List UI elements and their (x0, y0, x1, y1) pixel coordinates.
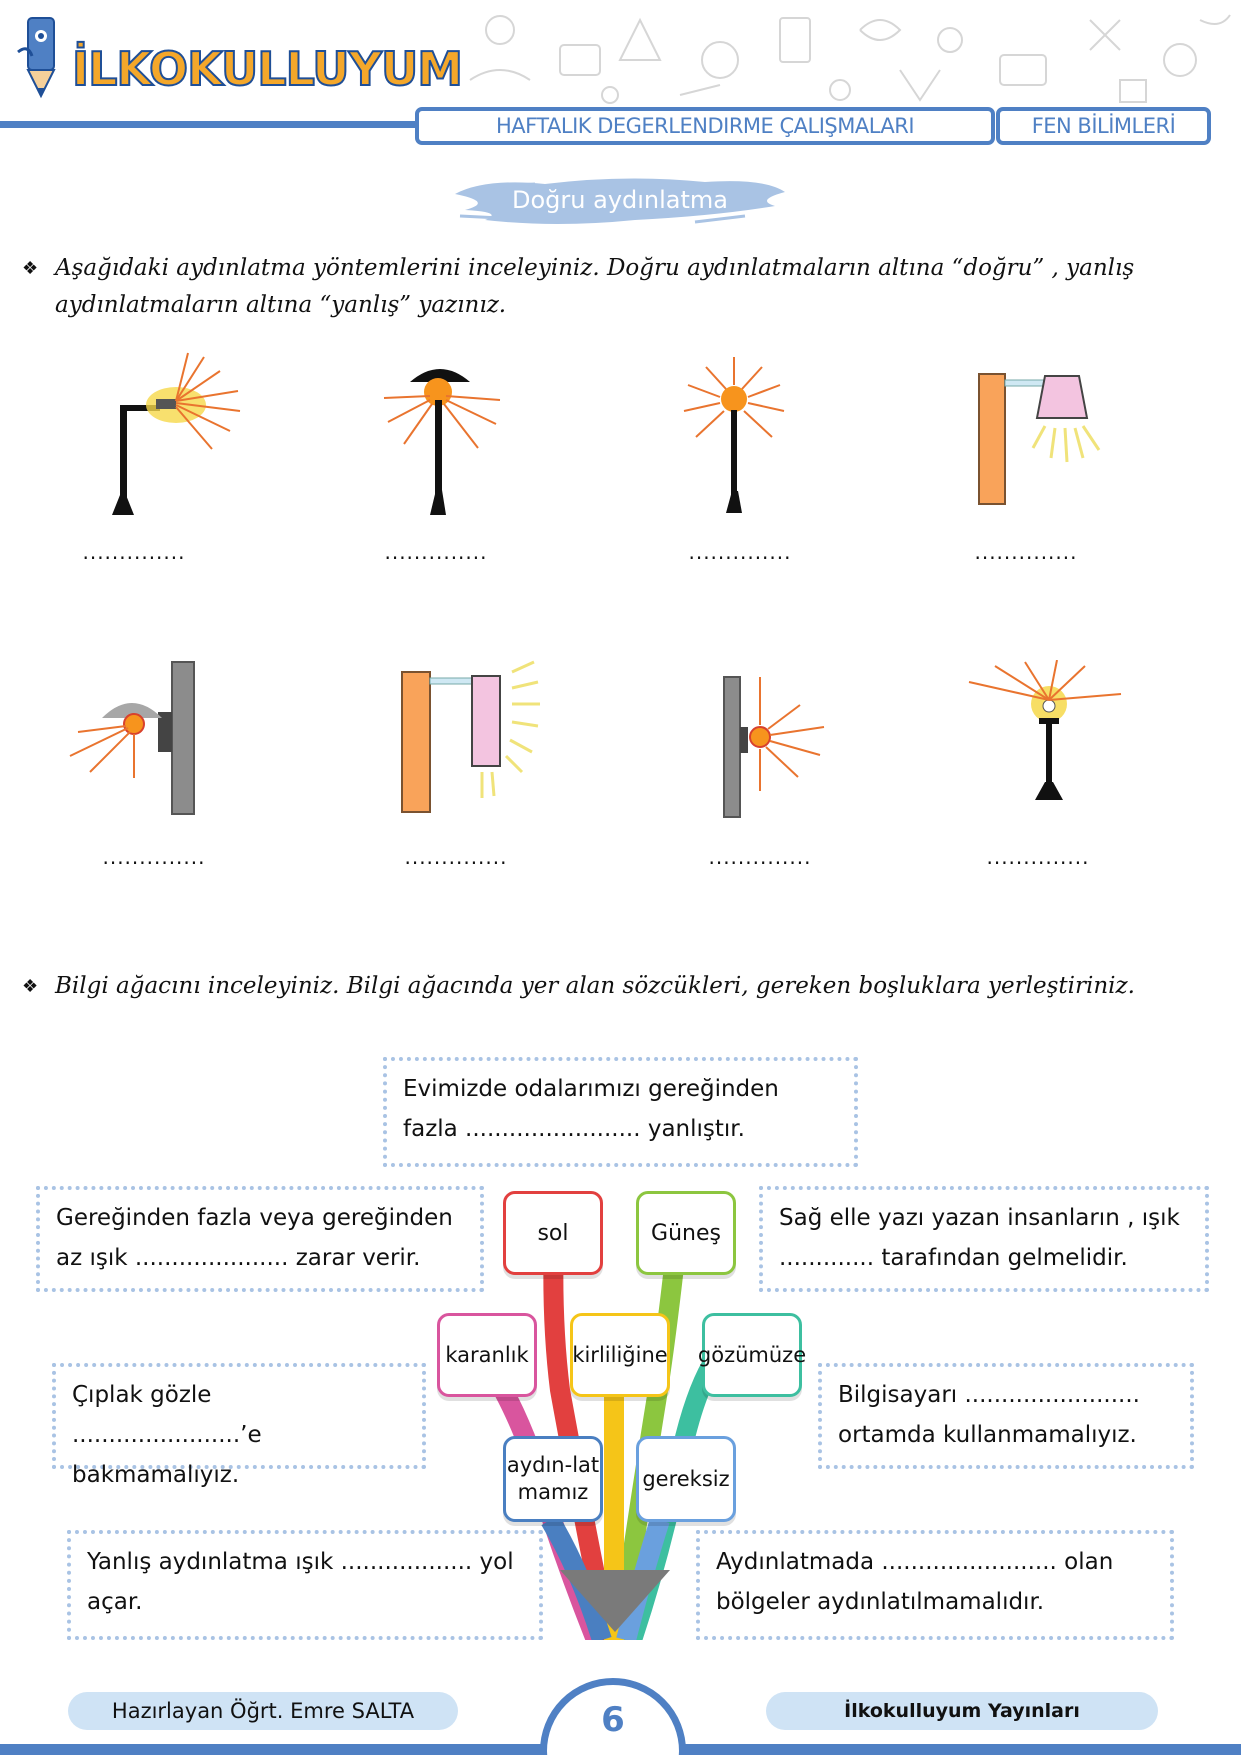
question-6-box: Yanlış aydınlatma ışık .................… (67, 1530, 543, 1640)
lamp-3-illustration (683, 357, 785, 513)
question-3-text: Sağ elle yazı yazan insanların , ışık ..… (779, 1205, 1180, 1271)
header-doodle-background (469, 14, 1231, 104)
instruction-1: ❖ Aşağıdaki aydınlatma yöntemlerini ince… (22, 250, 1202, 324)
answer-blank-5[interactable]: .............. (102, 845, 206, 869)
site-logo: İLKOKULLUYUM (14, 12, 464, 107)
lamp-2-illustration (383, 369, 501, 515)
section-title-box: HAFTALIK DEGERLENDIRME ÇALIŞMALARI (415, 107, 995, 145)
question-7-box: Aydınlatmada ........................ ol… (696, 1530, 1174, 1640)
answer-blank-2[interactable]: .............. (384, 540, 488, 564)
word-chip-gozumuze[interactable]: gözümüze (698, 1313, 806, 1397)
lamp-7-illustration (723, 676, 825, 818)
question-1-box: Evimizde odalarımızı gereğinden fazla ..… (383, 1057, 858, 1167)
question-4-text: Çıplak gözle .......................’e b… (72, 1382, 262, 1488)
word-chip-karanlik[interactable]: karanlık (437, 1313, 537, 1397)
lamp-5-illustration (69, 661, 195, 815)
answer-blank-8[interactable]: .............. (986, 845, 1090, 869)
subject-box: FEN BİLİMLERİ (996, 107, 1211, 145)
lamp-4-illustration (978, 373, 1101, 505)
word-chip-aydinlatmamiz[interactable]: aydın-latmamız (503, 1436, 603, 1522)
subject-label: FEN BİLİMLERİ (1031, 114, 1176, 138)
question-5-box: Bilgisayarı ........................ ort… (818, 1363, 1194, 1469)
answer-blank-7[interactable]: .............. (708, 845, 812, 869)
answer-blank-3[interactable]: .............. (688, 540, 792, 564)
instruction-2: ❖ Bilgi ağacını inceleyiniz. Bilgi ağacı… (22, 968, 1202, 1005)
pencil-mascot-icon (17, 17, 56, 99)
word-chip-gereksiz[interactable]: gereksiz (636, 1436, 736, 1522)
bullet-icon: ❖ (22, 976, 39, 997)
lamp-1-illustration (112, 352, 241, 515)
title-brush-stroke (455, 178, 785, 224)
logo-text: İLKOKULLUYUM (71, 41, 464, 97)
header-rule (0, 121, 420, 128)
question-4-box: Çıplak gözle .......................’e b… (52, 1363, 426, 1488)
instruction-2-text: Bilgi ağacını inceleyiniz. Bilgi ağacınd… (55, 973, 1135, 999)
worksheet-title: Doğru aydınlatma (512, 186, 728, 214)
word-chip-kirliligine[interactable]: kirliliğine (570, 1313, 670, 1397)
question-3-box: Sağ elle yazı yazan insanların , ışık ..… (759, 1186, 1209, 1292)
answer-blank-6[interactable]: .............. (404, 845, 508, 869)
word-chip-gunes[interactable]: Güneş (636, 1191, 736, 1275)
question-2-box: Gereğinden fazla veya gereğinden az ışık… (36, 1186, 484, 1292)
author-label: Hazırlayan Öğrt. Emre SALTA (111, 1699, 415, 1723)
bullet-icon: ❖ (22, 258, 39, 279)
instruction-1-text: Aşağıdaki aydınlatma yöntemlerini incele… (55, 255, 1135, 318)
publisher-pill: İlkokulluyum Yayınları (766, 1692, 1158, 1730)
answer-blank-4[interactable]: .............. (974, 540, 1078, 564)
question-2-text: Gereğinden fazla veya gereğinden az ışık… (56, 1205, 453, 1271)
author-pill: Hazırlayan Öğrt. Emre SALTA (68, 1692, 458, 1730)
publisher-label: İlkokulluyum Yayınları (844, 1700, 1080, 1722)
question-7-text: Aydınlatmada ........................ ol… (716, 1549, 1114, 1615)
page-number: 6 (601, 1700, 625, 1740)
word-chip-sol[interactable]: sol (503, 1191, 603, 1275)
lamp-8-illustration (968, 660, 1122, 800)
lamp-6-illustration (401, 660, 540, 813)
answer-blank-1[interactable]: .............. (82, 540, 186, 564)
question-1-text: Evimizde odalarımızı gereğinden fazla ..… (403, 1076, 779, 1142)
question-6-text: Yanlış aydınlatma ışık .................… (87, 1549, 514, 1615)
section-title: HAFTALIK DEGERLENDIRME ÇALIŞMALARI (495, 114, 915, 138)
question-5-text: Bilgisayarı ........................ ort… (838, 1382, 1140, 1448)
